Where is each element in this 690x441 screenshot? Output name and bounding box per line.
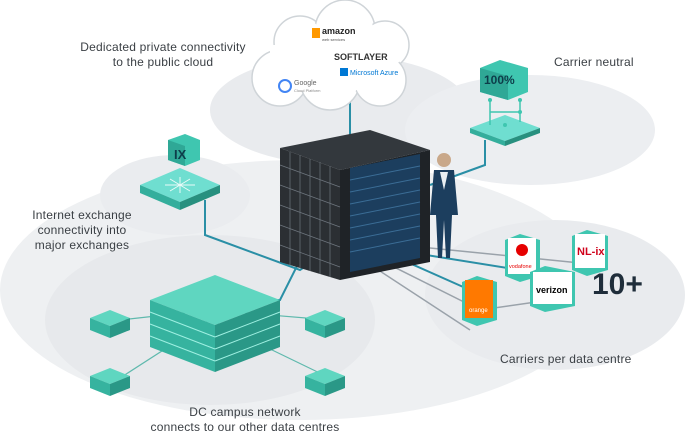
campus-node-ne <box>305 310 345 338</box>
vodafone-device: vodafone <box>505 234 540 282</box>
cloud-softlayer: SOFTLAYER <box>334 52 388 62</box>
ix-star <box>165 177 195 193</box>
technician-figure <box>430 153 458 258</box>
carrier-neutral-device: 100% <box>470 60 540 146</box>
public-cloud: amazon web services SOFTLAYER Google Clo… <box>251 0 410 111</box>
label-ix-line1: Internet exchange <box>32 208 132 222</box>
label-cloud: Dedicated private connectivity to the pu… <box>58 40 268 70</box>
cloud-amazon: amazon <box>322 26 356 36</box>
cloud-google-sub: Cloud Platform <box>294 88 321 93</box>
cloud-amazon-sub: web services <box>322 37 345 42</box>
logo-vodafone: vodafone <box>509 264 532 270</box>
orange-square <box>465 280 493 318</box>
orange-device: orange <box>462 276 497 326</box>
cloud-google: Google <box>294 80 317 87</box>
logo-orange: orange <box>469 308 488 314</box>
badge-10-plus: 10+ <box>592 268 643 301</box>
badge-100-percent: 100% <box>484 73 515 87</box>
label-ix: Internet exchange connectivity into majo… <box>12 208 152 253</box>
campus-network <box>90 275 345 396</box>
verizon-device: verizon <box>530 266 575 312</box>
label-carrier-neutral: Carrier neutral <box>554 55 634 69</box>
google-cloud-icon <box>278 79 292 93</box>
label-ix-line2: connectivity into <box>37 223 127 237</box>
nlix-device: NL-ix <box>572 230 608 276</box>
label-ix-line3: major exchanges <box>34 238 130 252</box>
campus-node-nw <box>90 310 130 338</box>
azure-icon <box>340 68 348 76</box>
badge-ix: IX <box>174 147 187 162</box>
logo-verizon: verizon <box>536 285 568 295</box>
campus-node-se <box>305 368 345 396</box>
logo-nlix: NL-ix <box>577 246 605 258</box>
server-units <box>349 165 421 253</box>
cloud-azure: Microsoft Azure <box>350 70 398 77</box>
label-campus-line2: connects to our other data centres <box>150 420 340 434</box>
rack-mesh <box>279 152 341 277</box>
label-cloud-line1: Dedicated private connectivity <box>80 40 246 54</box>
server-rack <box>279 130 430 280</box>
rack-top <box>280 130 430 170</box>
ix-device: IX <box>140 134 220 210</box>
campus-node-sw <box>90 368 130 396</box>
vodafone-icon <box>516 244 528 256</box>
campus-hub-stripes <box>149 311 281 362</box>
label-carriers: Carriers per data centre <box>500 352 632 366</box>
label-campus-line1: DC campus network <box>189 405 301 419</box>
rack-servers <box>350 154 420 272</box>
label-campus: DC campus network connects to our other … <box>110 405 380 435</box>
label-cloud-line2: to the public cloud <box>112 55 214 69</box>
cable-nlix <box>399 244 601 266</box>
aws-icon <box>312 28 320 38</box>
